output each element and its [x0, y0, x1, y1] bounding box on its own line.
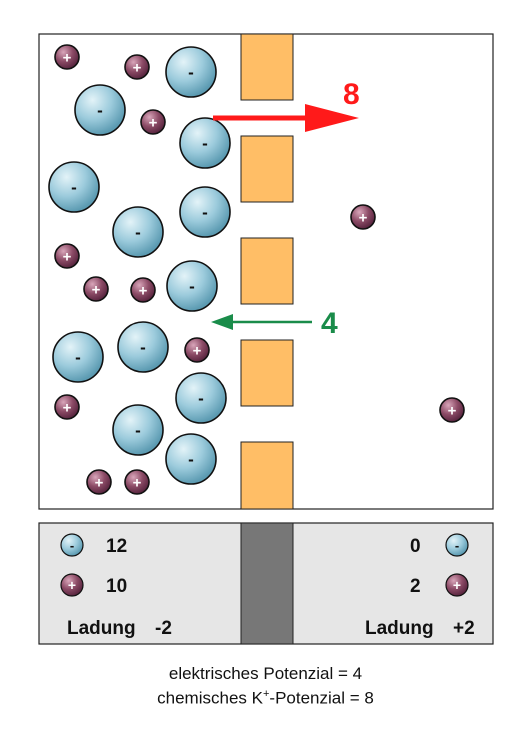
- svg-text:-: -: [455, 538, 459, 553]
- anion-icon: -: [175, 372, 227, 424]
- anion-icon: -: [52, 331, 104, 383]
- channel-block: [240, 135, 294, 203]
- cation-icon: +: [439, 397, 465, 423]
- left-charge-value: -2: [155, 618, 172, 639]
- cation-icon: +: [86, 469, 112, 495]
- svg-text:-: -: [202, 134, 208, 153]
- anion-icon: -: [179, 117, 231, 169]
- channel-block: [240, 33, 294, 101]
- svg-text:+: +: [149, 114, 158, 131]
- arrow-in-label: 4: [321, 307, 338, 340]
- cation-icon: +: [130, 277, 156, 303]
- anion-icon: -: [166, 260, 218, 312]
- legend-anion-icon: -: [445, 533, 469, 557]
- left-anion-count: 12: [106, 536, 127, 557]
- svg-text:+: +: [95, 474, 104, 491]
- cation-icon: +: [54, 44, 80, 70]
- membrane-channels: [240, 33, 294, 510]
- svg-text:-: -: [71, 178, 77, 197]
- anion-icon: -: [117, 321, 169, 373]
- cation-icon: +: [140, 109, 166, 135]
- cation-icon: +: [350, 204, 376, 230]
- svg-text:-: -: [198, 389, 204, 408]
- svg-text:+: +: [193, 342, 202, 359]
- left-charge-label: Ladung: [67, 618, 136, 639]
- anion-icon: -: [165, 433, 217, 485]
- arrow-in: 4: [211, 307, 338, 340]
- left-cation-count: 10: [106, 576, 127, 597]
- cation-icon: +: [83, 276, 109, 302]
- ions-group: - - - - - - - - - - - - + + + + + + + + + + + +: [48, 44, 465, 495]
- legend-cation-icon: +: [60, 573, 84, 597]
- svg-text:+: +: [133, 59, 142, 76]
- anion-icon: -: [74, 84, 126, 136]
- anion-icon: -: [112, 404, 164, 456]
- legend-anion-icon: -: [60, 533, 84, 557]
- svg-text:-: -: [140, 338, 146, 357]
- right-charge-value: +2: [453, 618, 475, 639]
- anion-icon: -: [48, 161, 100, 213]
- svg-text:+: +: [68, 577, 76, 593]
- svg-text:-: -: [75, 348, 81, 367]
- right-charge-label: Ladung: [365, 618, 434, 639]
- right-cation-count: 2: [410, 576, 421, 597]
- svg-text:-: -: [188, 450, 194, 469]
- svg-text:-: -: [70, 538, 74, 553]
- svg-text:+: +: [448, 402, 457, 419]
- cation-icon: +: [184, 337, 210, 363]
- membrane-bar: [240, 522, 294, 645]
- summary-left: - 12 + 10 Ladung -2: [60, 533, 172, 639]
- svg-text:+: +: [453, 577, 461, 593]
- channel-block: [240, 339, 294, 407]
- svg-text:-: -: [189, 277, 195, 296]
- svg-text:+: +: [92, 281, 101, 298]
- channel-block: [240, 441, 294, 510]
- svg-text:-: -: [202, 203, 208, 222]
- anion-icon: -: [165, 46, 217, 98]
- svg-text:-: -: [97, 101, 103, 120]
- caption-chemical-potential: chemisches K+-Potenzial = 8: [157, 688, 374, 708]
- svg-text:-: -: [188, 63, 194, 82]
- channel-block: [240, 237, 294, 305]
- svg-text:+: +: [139, 282, 148, 299]
- svg-text:+: +: [133, 474, 142, 491]
- cation-icon: +: [124, 54, 150, 80]
- right-anion-count: 0: [410, 536, 421, 557]
- summary-right: 0 - 2 + Ladung +2: [365, 533, 475, 639]
- svg-text:+: +: [63, 49, 72, 66]
- svg-text:+: +: [63, 399, 72, 416]
- svg-text:+: +: [359, 209, 368, 226]
- svg-text:+: +: [63, 248, 72, 265]
- caption-electric-potential: elektrisches Potenzial = 4: [168, 664, 363, 683]
- legend-cation-icon: +: [445, 573, 469, 597]
- cation-icon: +: [54, 243, 80, 269]
- svg-text:-: -: [135, 223, 141, 242]
- anion-icon: -: [179, 186, 231, 238]
- svg-text:-: -: [135, 421, 141, 440]
- anion-icon: -: [112, 206, 164, 258]
- cation-icon: +: [124, 469, 150, 495]
- arrow-out: 8: [213, 78, 360, 132]
- cation-icon: +: [54, 394, 80, 420]
- arrow-out-label: 8: [343, 78, 360, 111]
